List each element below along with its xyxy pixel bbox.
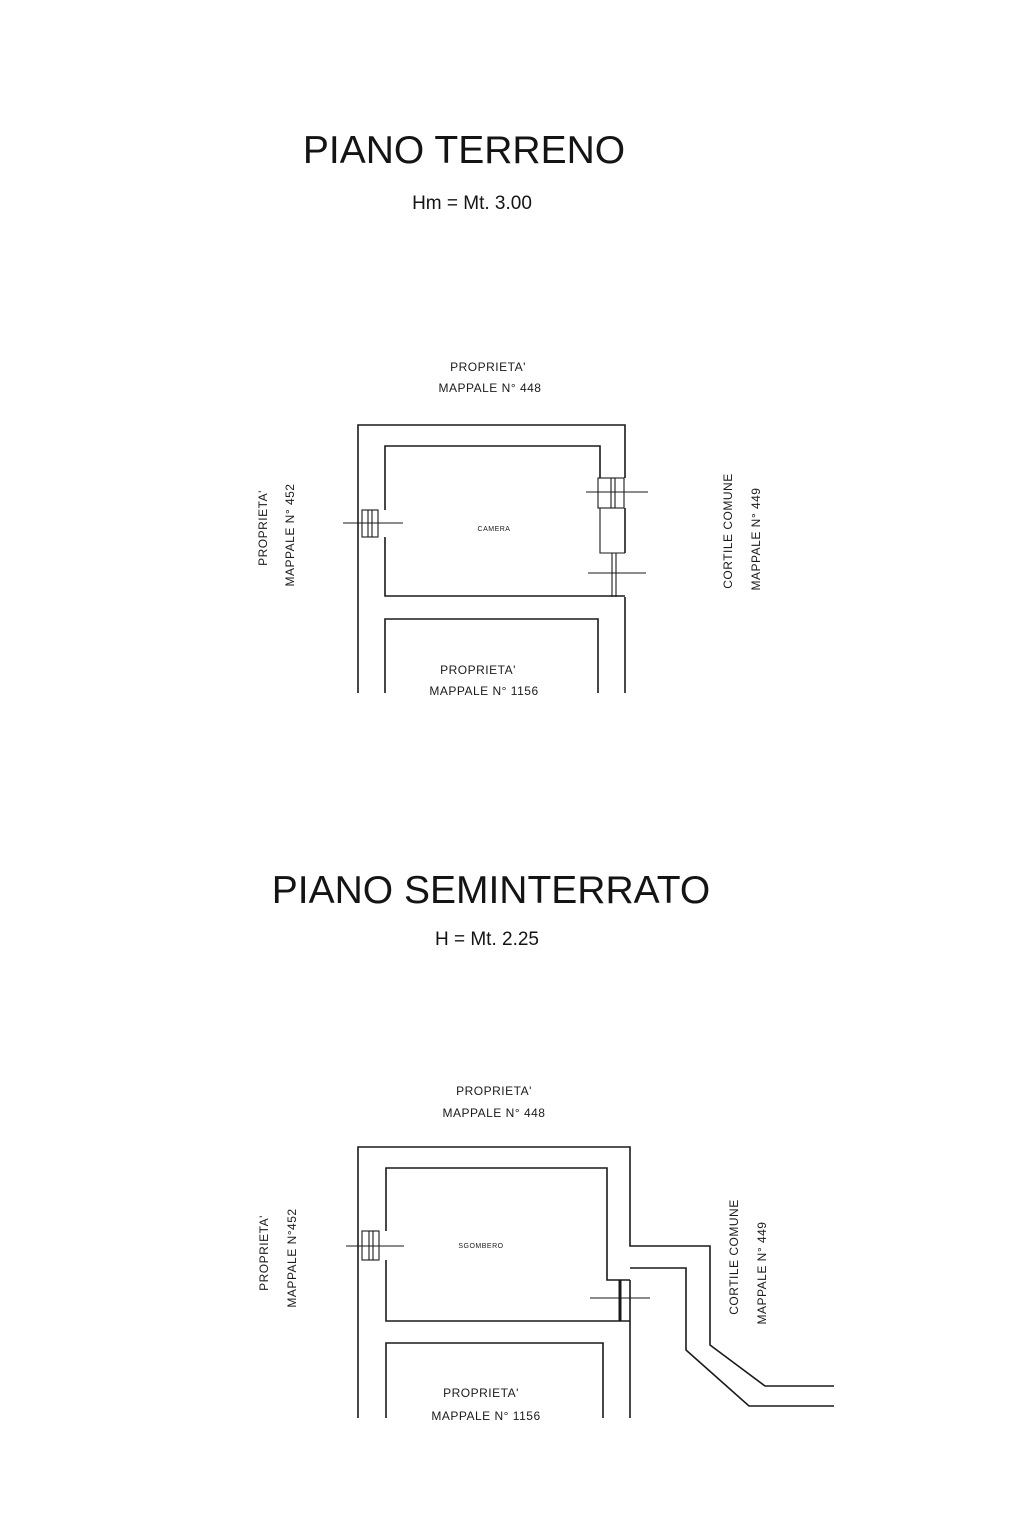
basement-north-label-parcel: MAPPALE N° 448 [443, 1106, 546, 1120]
ground-west-window [343, 509, 403, 538]
basement-west-label-owner: PROPRIETA' [257, 1215, 271, 1291]
basement-north-label-owner: PROPRIETA' [456, 1084, 532, 1098]
basement-lower-unit-wall [385, 1342, 604, 1418]
ground-outer-wall [357, 424, 626, 693]
ground-south-label-parcel: MAPPALE N° 1156 [429, 684, 538, 698]
basement-room-wall-lower [385, 1260, 630, 1322]
basement-east-label-parcel: MAPPALE N° 449 [755, 1222, 769, 1325]
ground-east-label-yard: CORTILE COMUNE [721, 473, 735, 588]
basement-south-label-parcel: MAPPALE N° 1156 [431, 1409, 540, 1423]
ground-east-recess [599, 508, 625, 554]
ground-floor-walls [357, 424, 626, 693]
ground-west-label-parcel: MAPPALE N° 452 [283, 484, 297, 587]
basement-east-label-yard: CORTILE COMUNE [727, 1199, 741, 1314]
ground-north-label-parcel: MAPPALE N° 448 [439, 381, 542, 395]
ground-lower-unit-wall [384, 618, 599, 693]
ground-west-label-owner: PROPRIETA' [256, 490, 270, 566]
basement-height: H = Mt. 2.25 [435, 929, 539, 950]
ground-north-label-owner: PROPRIETA' [450, 360, 526, 374]
ground-east-label-parcel: MAPPALE N° 449 [749, 488, 763, 591]
basement-west-window [346, 1230, 404, 1261]
ground-east-window [586, 477, 648, 509]
basement-south-label-owner: PROPRIETA' [443, 1386, 519, 1400]
ground-floor-title: PIANO TERRENO [303, 129, 625, 172]
ground-room-wall-upper [384, 445, 601, 510]
ground-floor-height: Hm = Mt. 3.00 [412, 193, 532, 214]
basement-west-label-parcel: MAPPALE N°452 [285, 1208, 299, 1307]
ground-east-door [588, 553, 646, 597]
basement-walls [357, 1146, 834, 1418]
basement-corridor-wall [630, 1267, 834, 1407]
basement-east-door [590, 1280, 650, 1321]
ground-room-label: CAMERA [478, 526, 511, 533]
ground-south-label-owner: PROPRIETA' [440, 663, 516, 677]
ground-floor-section: PIANO TERRENO Hm = Mt. 3.00 PROPRIETA' M… [256, 129, 763, 698]
basement-outer-wall [357, 1146, 834, 1418]
basement-room-label: SGOMBERO [458, 1243, 503, 1250]
basement-title: PIANO SEMINTERRATO [272, 869, 710, 912]
basement-section: PIANO SEMINTERRATO H = Mt. 2.25 PROPRIET… [257, 869, 834, 1423]
ground-room-wall-lower [384, 537, 625, 597]
basement-room-wall-upper [385, 1167, 630, 1281]
